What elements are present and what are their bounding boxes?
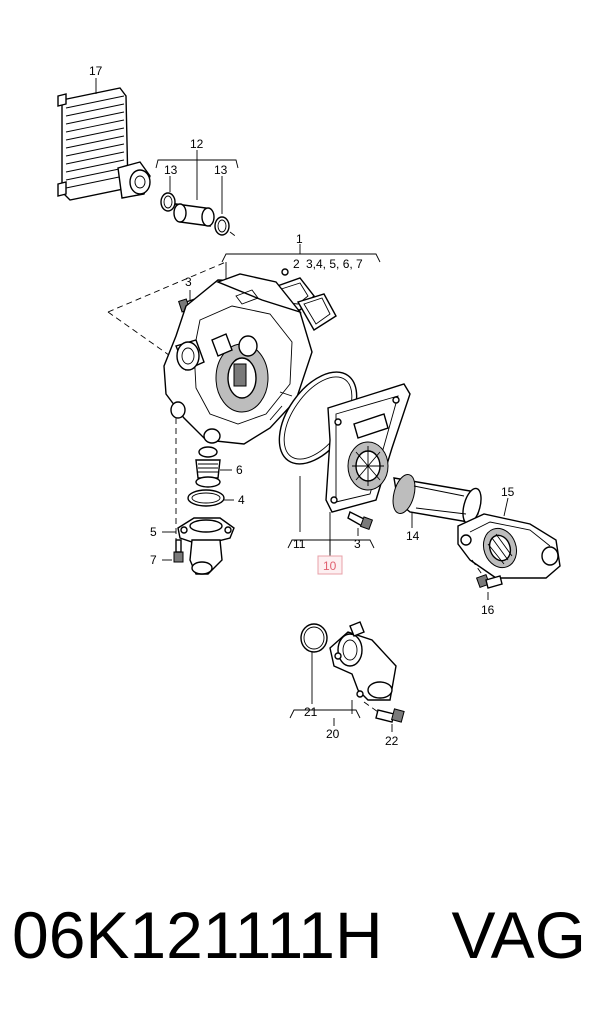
callout-14: 14 <box>406 529 420 543</box>
coolant-flange-20[interactable] <box>329 621 397 701</box>
bolt-7[interactable] <box>173 539 184 563</box>
seal-ring-13-left[interactable] <box>160 192 176 212</box>
callout-15: 15 <box>501 485 515 499</box>
callout-17: 17 <box>89 64 103 78</box>
callout-12: 12 <box>190 137 204 151</box>
callout-3-right: 3 <box>354 537 361 551</box>
callout-5: 5 <box>150 525 157 539</box>
coolant-pump-housing[interactable] <box>163 273 313 445</box>
seal-ring-13-right[interactable] <box>214 216 230 236</box>
callout-2: 2 <box>293 257 300 271</box>
o-ring-21[interactable] <box>300 623 328 653</box>
callout-3-4-5-6-7: 3,4, 5, 6, 7 <box>306 257 363 271</box>
callout-6: 6 <box>236 463 243 477</box>
callout-21: 21 <box>304 705 318 719</box>
bolt-3-right[interactable] <box>347 511 374 531</box>
water-pump-10[interactable] <box>325 383 411 513</box>
pump-cover-15[interactable] <box>457 513 561 579</box>
o-ring-4[interactable] <box>187 489 225 507</box>
part-number: 06K121111H <box>12 898 383 972</box>
callout-10[interactable]: 10 <box>323 559 337 573</box>
bolt-16[interactable] <box>475 573 503 589</box>
callout-22: 22 <box>385 734 399 748</box>
filter-cylinder-14[interactable] <box>389 472 484 525</box>
callout-4: 4 <box>238 493 245 507</box>
callout-13-left: 13 <box>164 163 178 177</box>
exploded-parts-diagram: 17 12 13 13 1 2 3,4, 5, 6, 7 <box>57 64 561 748</box>
callout-11: 11 <box>293 537 306 551</box>
callout-3-top: 3 <box>185 275 192 289</box>
bracket-10 <box>287 476 375 556</box>
callout-13-right: 13 <box>214 163 228 177</box>
thermostat-housing-5[interactable] <box>177 517 235 575</box>
bracket-12 <box>155 150 239 214</box>
callout-16: 16 <box>481 603 495 617</box>
brand-name: VAG <box>451 898 586 972</box>
bracket-20 <box>289 652 393 732</box>
thermostat-6[interactable] <box>195 446 221 488</box>
oil-cooler-part[interactable] <box>57 87 151 201</box>
callout-1: 1 <box>296 232 303 246</box>
bolt-22[interactable] <box>375 708 405 723</box>
cover-plate[interactable] <box>296 293 337 331</box>
callout-7: 7 <box>150 553 157 567</box>
callout-10-highlight[interactable] <box>317 555 343 575</box>
connection-pipe-12[interactable] <box>173 203 215 227</box>
callout-20: 20 <box>326 727 340 741</box>
bracket-1 <box>221 244 381 280</box>
footer: 06K121111H VAG <box>0 890 600 980</box>
